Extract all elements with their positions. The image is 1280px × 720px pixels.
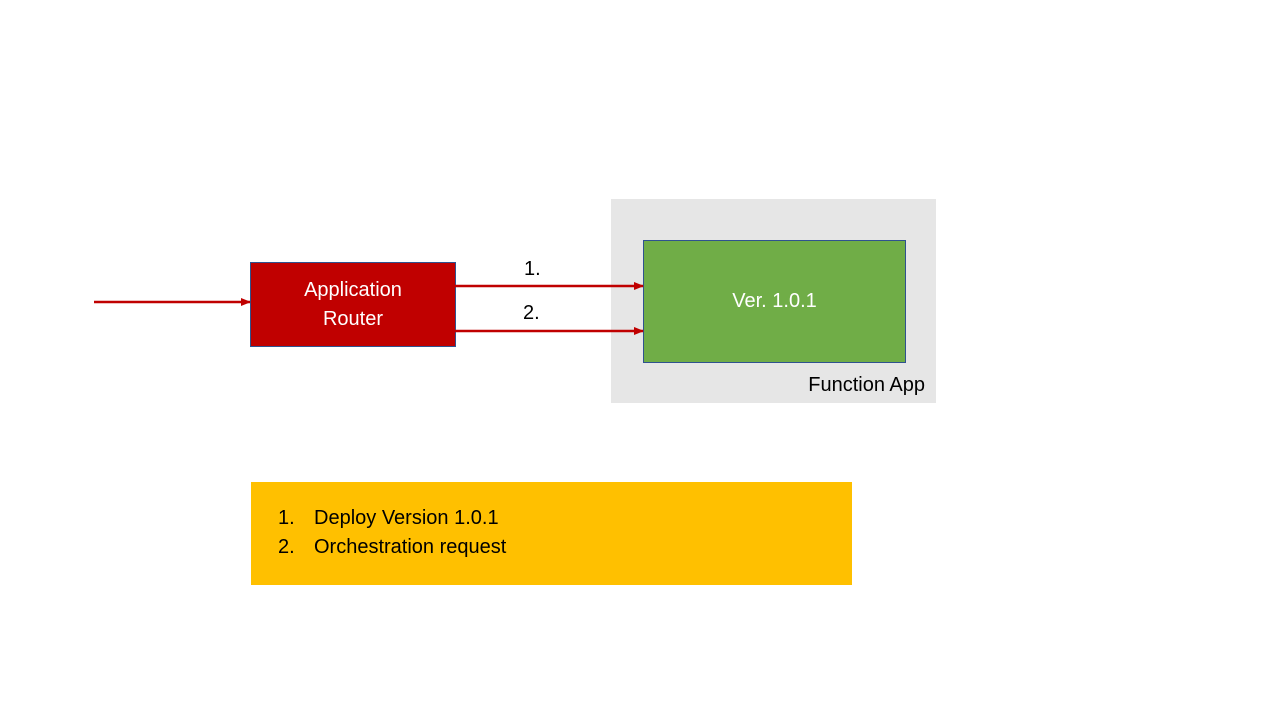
router-label-line1: Application — [304, 278, 402, 301]
router-label-line2: Router — [322, 307, 384, 330]
legend-item-text: Orchestration request — [314, 536, 507, 558]
version-box: Ver. 1.0.1 — [643, 240, 906, 363]
legend-item-text: Deploy Version 1.0.1 — [314, 507, 499, 529]
version-label: Ver. 1.0.1 — [732, 290, 817, 312]
function-app-label: Function App — [808, 374, 925, 396]
legend-item: 2. Orchestration request — [278, 533, 506, 562]
arrow-2-label: 2. — [523, 302, 540, 324]
legend-item-number: 2. — [278, 536, 295, 558]
legend-box: 1. Deploy Version 1.0.1 2. Orchestration… — [251, 482, 852, 585]
legend-item: 1. Deploy Version 1.0.1 — [278, 504, 506, 533]
application-router-box: Application Router — [250, 262, 456, 347]
arrow-1-label: 1. — [524, 258, 541, 280]
legend-list: 1. Deploy Version 1.0.1 2. Orchestration… — [278, 504, 506, 562]
legend-item-number: 1. — [278, 507, 295, 529]
